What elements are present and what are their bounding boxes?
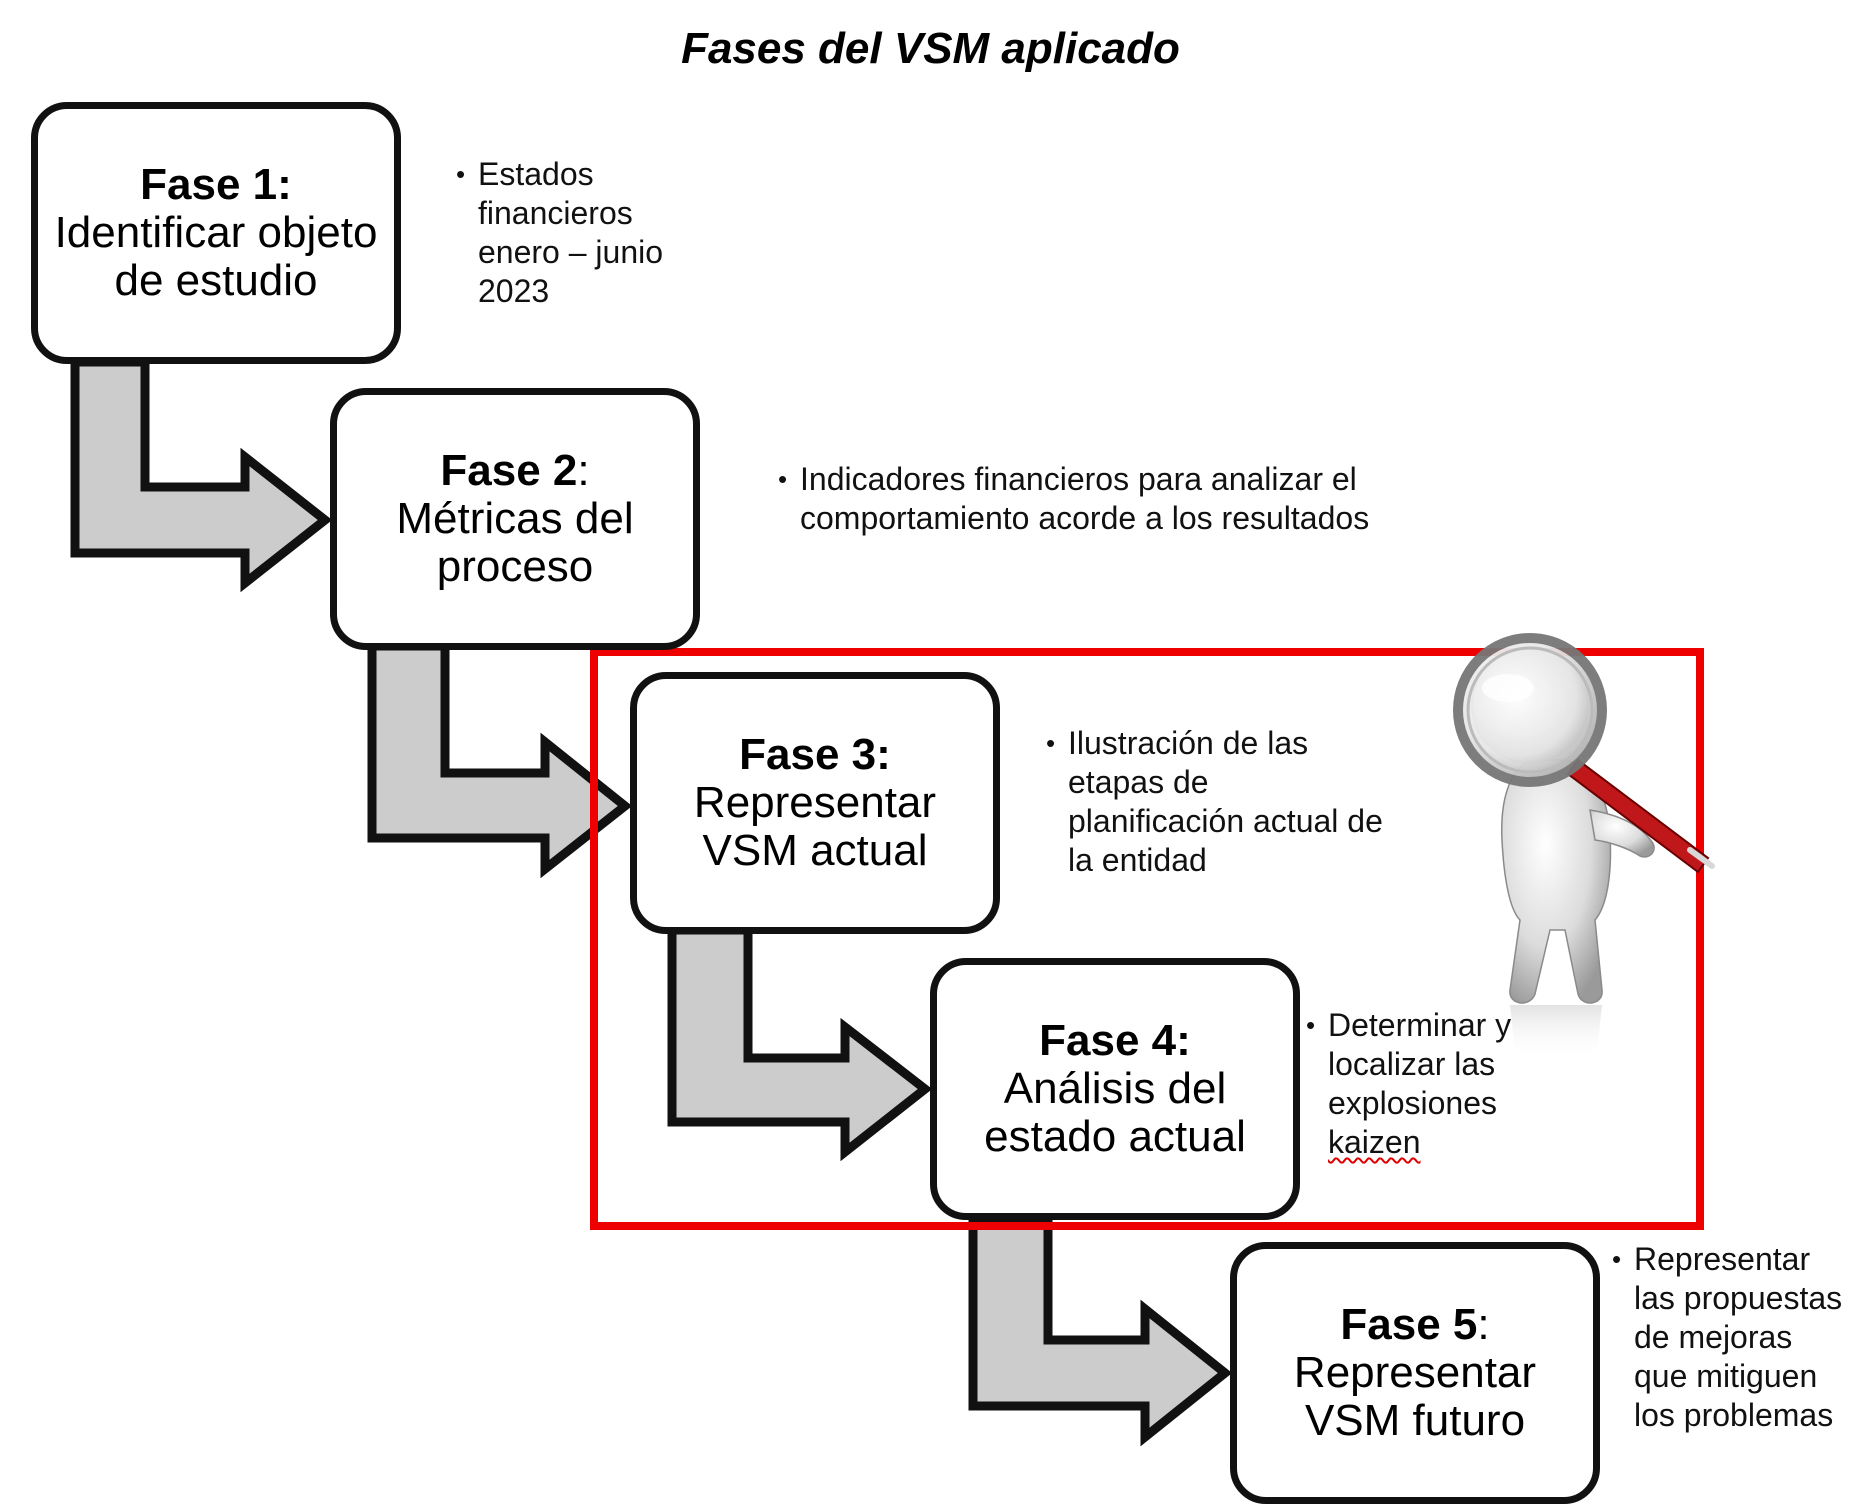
phase-5-description: Representar VSM futuro xyxy=(1293,1348,1537,1445)
diagram-title: Fases del VSM aplicado xyxy=(681,24,1180,73)
magnifier-figure-icon xyxy=(1453,633,1715,1060)
phase-5-box: Fase 5: Representar VSM futuro xyxy=(1230,1242,1600,1504)
phase-1-label: Fase 1: xyxy=(140,161,292,209)
phase-3-box: Fase 3: Representar VSM actual xyxy=(630,672,1000,934)
arrow-4-5 xyxy=(968,1213,1233,1447)
phase-4-name: Fase 4 xyxy=(1039,1016,1177,1065)
phase-2-label: Fase 2: xyxy=(440,447,589,495)
bullet-icon: • xyxy=(1306,1010,1316,1040)
phase-2-description: Métricas del proceso xyxy=(396,494,634,591)
bullet-icon: • xyxy=(1046,728,1056,758)
phase-3-label: Fase 3: xyxy=(739,731,891,779)
phase-1-note: • Estados financieros enero – junio 2023 xyxy=(456,155,706,311)
phase-4-colon: : xyxy=(1176,1016,1191,1065)
phase-1-name: Fase 1 xyxy=(140,160,278,209)
phase-3-name: Fase 3 xyxy=(739,730,877,779)
phase-2-box: Fase 2: Métricas del proceso xyxy=(330,388,700,650)
phase-3-note: • Ilustración de las etapas de planifica… xyxy=(1046,724,1391,880)
bullet-icon: • xyxy=(456,159,466,189)
phase-1-description: Identificar objeto de estudio xyxy=(54,208,378,305)
highlight-frame xyxy=(590,648,1704,1230)
arrow-1-2 xyxy=(70,357,333,593)
phase-5-note: • Representar las propuestas de mejoras … xyxy=(1612,1240,1847,1435)
phase-5-colon: : xyxy=(1477,1300,1490,1349)
phase-1-box: Fase 1: Identificar objeto de estudio xyxy=(31,102,401,364)
phase-4-label: Fase 4: xyxy=(1039,1017,1191,1065)
phase-1-colon: : xyxy=(277,160,292,209)
phase-2-note-text: Indicadores financieros para analizar el… xyxy=(800,461,1370,536)
phase-5-label: Fase 5: xyxy=(1340,1301,1489,1349)
phase-4-box: Fase 4: Análisis del estado actual xyxy=(930,958,1300,1220)
phase-3-description: Representar VSM actual xyxy=(693,778,937,875)
phase-2-name: Fase 2 xyxy=(440,446,578,495)
phase-4-note-text: Determinar y localizar las explosiones k… xyxy=(1328,1006,1566,1162)
bullet-icon: • xyxy=(778,464,788,494)
phase-4-note-text-main: Determinar y localizar las explosiones xyxy=(1328,1007,1512,1121)
arrow-2-3 xyxy=(367,641,633,879)
phase-2-colon: : xyxy=(577,446,590,495)
phase-5-note-text: Representar las propuestas de mejoras qu… xyxy=(1634,1241,1843,1433)
phase-5-name: Fase 5 xyxy=(1340,1300,1478,1349)
phase-3-note-text: Ilustración de las etapas de planificaci… xyxy=(1068,725,1383,878)
phase-4-note-spellcheck-word: kaizen xyxy=(1328,1124,1421,1160)
phase-4-description: Análisis del estado actual xyxy=(984,1064,1246,1161)
phase-3-colon: : xyxy=(876,730,891,779)
arrow-3-4 xyxy=(667,925,933,1162)
phase-4-note: • Determinar y localizar las explosiones… xyxy=(1306,1006,1566,1162)
phase-1-note-text: Estados financieros enero – junio 2023 xyxy=(478,156,664,309)
bullet-icon: • xyxy=(1612,1244,1622,1274)
phase-2-note: • Indicadores financieros para analizar … xyxy=(778,460,1438,538)
